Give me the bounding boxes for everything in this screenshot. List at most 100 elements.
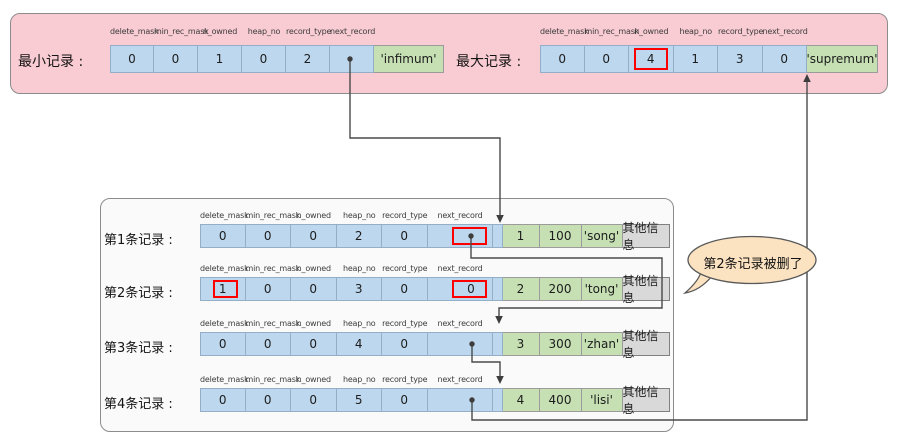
next-record-cell: 0 (762, 45, 807, 73)
n-owned-cell: 0 (291, 332, 337, 356)
infimum-cells: 0 0 1 0 2 'infimum' (110, 45, 444, 73)
other-info-cell: 其他信息 (622, 221, 670, 252)
delete-mask-cell: 0 (200, 388, 246, 412)
n-owned-cell: 0 (291, 277, 337, 301)
field-header: min_rec_mask (245, 264, 301, 273)
record-type-cell: 2 (286, 45, 330, 73)
record-1-field-headers: delete_mask min_rec_mask n_owned heap_no… (200, 211, 493, 220)
field-header: heap_no (342, 211, 376, 220)
heap-no-cell: 1 (673, 45, 718, 73)
heap-no-cell: 3 (336, 277, 382, 301)
field-header: record_type (718, 27, 764, 36)
supremum-field-headers: delete_mask min_rec_mask n_owned heap_no… (540, 27, 808, 36)
field-header: next_record (437, 319, 483, 328)
key-column-cell: 300 (539, 332, 582, 356)
record-2-field-headers: delete_mask min_rec_mask n_owned heap_no… (200, 264, 493, 273)
supremum-row-label: 最大记录 : (456, 54, 522, 70)
callout-tail (682, 271, 714, 295)
id-column-cell: 3 (502, 332, 540, 356)
n-owned-cell: 1 (198, 45, 242, 73)
field-header: delete_mask (200, 319, 249, 328)
next-record-cell-highlighted: 0 (427, 277, 493, 301)
field-header: min_rec_mask (245, 375, 301, 384)
other-info-cell: 其他信息 (622, 385, 670, 416)
key-column-cell: 400 (539, 388, 582, 412)
n-owned-value: 4 (646, 52, 655, 66)
infimum-row-label: 最小记录 : (18, 54, 84, 70)
n-owned-cell: 0 (291, 388, 337, 412)
name-column-cell: 'zhan' (581, 332, 623, 356)
red-highlight-box (451, 280, 487, 298)
header-spacer-cell (492, 224, 503, 248)
heap-no-cell: 5 (336, 388, 382, 412)
next-record-cell (427, 388, 493, 412)
field-header: next_record (437, 375, 483, 384)
name-column-cell: 'lisi' (581, 388, 623, 412)
next-record-cell-highlighted (427, 224, 493, 248)
field-header: min_rec_mask (245, 211, 301, 220)
n-owned-cell: 0 (291, 224, 337, 248)
field-header: record_type (382, 264, 428, 273)
record-2-label: 第2条记录 : (104, 286, 173, 301)
record-3-cells: 0 0 0 4 0 3 300 'zhan' 其他信息 (200, 329, 670, 360)
heap-no-cell: 2 (336, 224, 382, 248)
field-header: n_owned (202, 27, 238, 36)
id-column-cell: 1 (502, 224, 540, 248)
delete-mask-cell: 0 (200, 332, 246, 356)
delete-mask-value: 1 (218, 282, 227, 296)
header-spacer-cell (492, 388, 503, 412)
field-header: delete_mask (200, 264, 249, 273)
field-header: min_rec_mask (245, 319, 301, 328)
field-header: n_owned (296, 211, 331, 220)
name-column-cell: 'tong' (581, 277, 623, 301)
id-column-cell: 4 (502, 388, 540, 412)
field-header: next_record (437, 264, 483, 273)
min-rec-mask-cell: 0 (245, 388, 291, 412)
record-3-field-headers: delete_mask min_rec_mask n_owned heap_no… (200, 319, 493, 328)
infimum-field-headers: delete_mask min_rec_mask n_owned heap_no… (110, 27, 376, 36)
record-4-field-headers: delete_mask min_rec_mask n_owned heap_no… (200, 375, 493, 384)
record-1-cells: 0 0 0 2 0 1 100 'song' 其他信息 (200, 221, 670, 252)
field-header: next_record (762, 27, 808, 36)
red-highlight-box (634, 48, 668, 70)
field-header: min_rec_mask (584, 27, 640, 36)
field-header: heap_no (342, 319, 376, 328)
field-header: min_rec_mask (154, 27, 209, 36)
id-column-cell: 2 (502, 277, 540, 301)
field-header: heap_no (679, 27, 713, 36)
record-type-cell: 0 (382, 277, 428, 301)
supremum-name-cell: 'supremum' (806, 45, 878, 73)
next-record-cell (427, 332, 493, 356)
record-type-cell: 0 (382, 224, 428, 248)
callout-text: 第2条记录被删了 (703, 257, 803, 272)
field-header: n_owned (296, 264, 331, 273)
field-header: delete_mask (200, 211, 249, 220)
min-rec-mask-cell: 0 (245, 332, 291, 356)
field-header: delete_mask (200, 375, 249, 384)
field-header: heap_no (342, 264, 376, 273)
record-type-cell: 0 (382, 388, 428, 412)
heap-no-cell: 4 (336, 332, 382, 356)
record-3-label: 第3条记录 : (104, 341, 173, 356)
other-info-cell: 其他信息 (622, 274, 670, 305)
field-header: record_type (382, 375, 428, 384)
name-column-cell: 'song' (581, 224, 623, 248)
field-header: heap_no (247, 27, 281, 36)
red-highlight-box (213, 280, 238, 298)
key-column-cell: 200 (539, 277, 582, 301)
min-rec-mask-cell: 0 (584, 45, 629, 73)
record-type-cell: 0 (382, 332, 428, 356)
supremum-cells: 0 0 4 1 3 0 'supremum' (540, 45, 878, 73)
record-1-label: 第1条记录 : (104, 233, 173, 248)
record-4-cells: 0 0 0 5 0 4 400 'lisi' 其他信息 (200, 385, 670, 416)
key-column-cell: 100 (539, 224, 582, 248)
field-header: delete_mask (540, 27, 589, 36)
heap-no-cell: 0 (242, 45, 286, 73)
field-header: n_owned (296, 375, 331, 384)
min-rec-mask-cell: 0 (245, 277, 291, 301)
record-type-cell: 3 (718, 45, 763, 73)
field-header: next_record (437, 211, 483, 220)
delete-mask-cell: 0 (540, 45, 585, 73)
field-header: next_record (330, 27, 376, 36)
